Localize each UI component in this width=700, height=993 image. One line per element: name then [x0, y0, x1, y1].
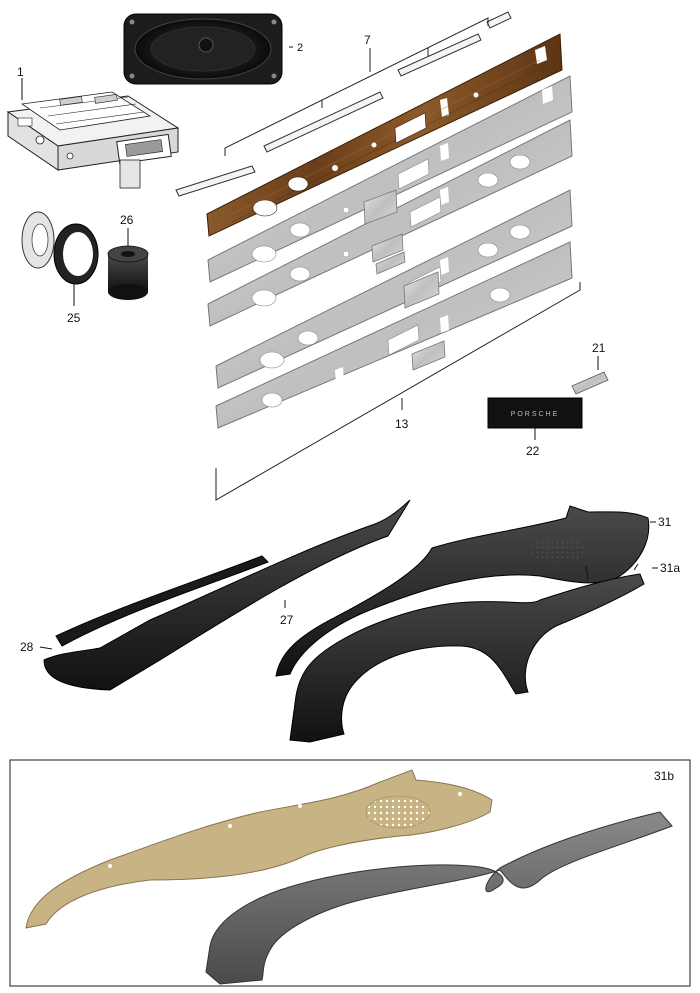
steel-insert-pieces: [363, 189, 446, 371]
callout-26: 26: [120, 213, 134, 227]
dash-pad-gray: [205, 811, 673, 985]
radio-unit: [6, 78, 180, 189]
bracket-13: [215, 282, 581, 501]
callout-21: 21: [592, 341, 606, 355]
dash-pad-31: [275, 505, 656, 677]
steel-dash-panel-1: [207, 75, 573, 283]
leader-28: [39, 646, 53, 650]
steel-dash-panel-4: [215, 241, 573, 429]
callout-25: 25: [67, 311, 81, 325]
porsche-badge: PORSCHE: [487, 397, 583, 440]
callout-13: 13: [395, 417, 409, 431]
callout-31: 31: [658, 515, 672, 529]
seal-washer: [21, 211, 55, 269]
trim-strips: [175, 11, 512, 197]
felt-panel: [25, 769, 493, 929]
callout-22: 22: [526, 444, 540, 458]
callout-7: 7: [364, 33, 371, 47]
callout-31a: 31a: [660, 561, 680, 575]
callout-2: 2: [297, 42, 303, 54]
badge-text: PORSCHE: [511, 411, 560, 418]
speaker: [123, 13, 293, 85]
callout-27: 27: [280, 613, 294, 627]
pad-rail-27: [43, 499, 411, 691]
wood-dash-panel: [206, 33, 563, 237]
small-trim-21: [571, 356, 609, 395]
callout-28: 28: [20, 640, 34, 654]
callout-1: 1: [17, 65, 24, 79]
pad-strip-28: [55, 555, 269, 647]
knob: [107, 228, 149, 300]
dash-pad-31a: [289, 563, 658, 743]
steel-dash-panel-2: [207, 119, 573, 327]
seal-ring: [53, 223, 99, 306]
callout-31b: 31b: [654, 769, 674, 783]
